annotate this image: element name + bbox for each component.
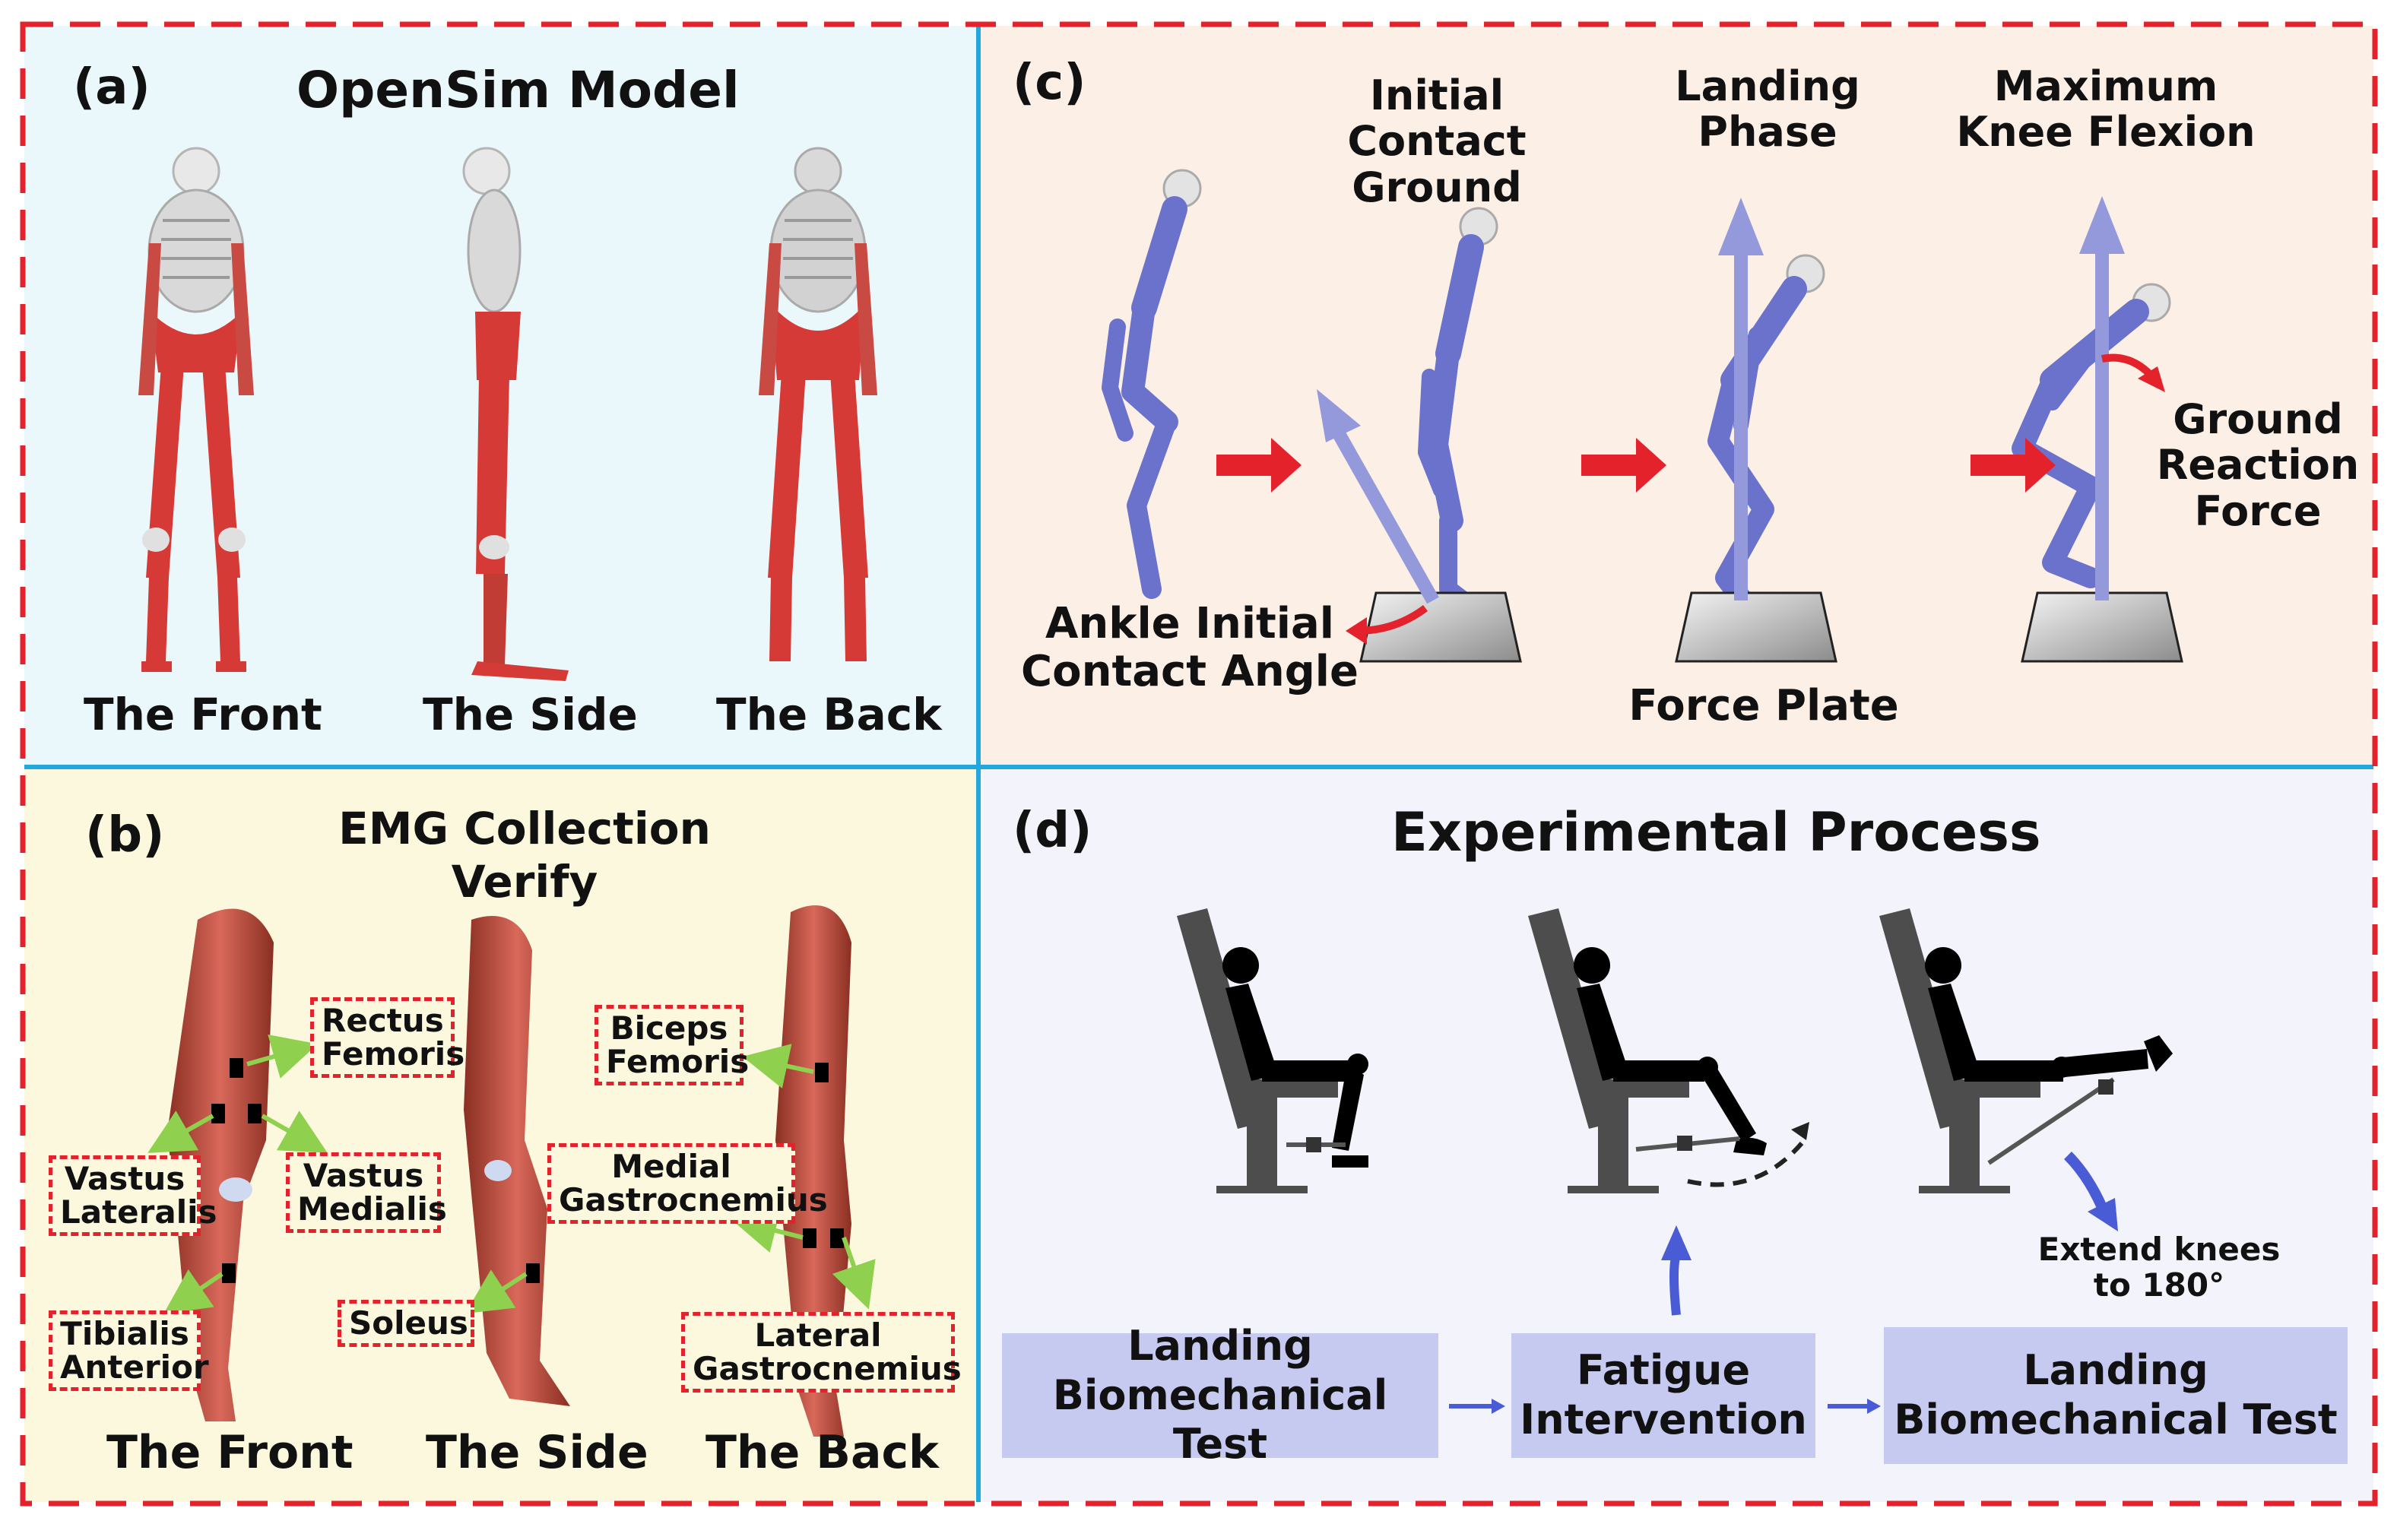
panel-b-view-side: The Side	[426, 1426, 648, 1479]
model-front	[138, 147, 254, 672]
step-landing-test-2: Landing Biomechanical Test	[1884, 1327, 2348, 1464]
label-soleus: Soleus	[338, 1300, 474, 1348]
label-biceps-femoris: Biceps Femoris	[594, 1005, 749, 1086]
panel-a-title: OpenSim Model	[296, 61, 740, 119]
force-plate-label: Force Plate	[1628, 681, 1899, 730]
grf-arrow-1	[1317, 389, 1439, 604]
fatigue-up-arrow	[1661, 1225, 1692, 1316]
force-plate-2	[1675, 591, 1837, 663]
phase-landing-label: Landing Phase	[1675, 62, 1860, 157]
panel-b-view-back: The Back	[705, 1426, 939, 1479]
step-fatigue-intervention: Fatigue Intervention	[1511, 1333, 1815, 1458]
label-medial-gastrocnemius: Medial Gastrocnemius	[547, 1143, 828, 1225]
figure-max-knee-flexion	[2012, 283, 2171, 588]
grf-label: Ground Reaction Force	[2156, 395, 2360, 535]
label-vastus-medialis: Vastus Medialis	[286, 1152, 447, 1234]
panel-a-view-side: The Side	[423, 689, 638, 740]
step-landing-test-1: Landing Biomechanical Test	[1002, 1322, 1438, 1468]
label-vastus-lateralis: Vastus Lateralis	[49, 1155, 217, 1237]
phase-max-knee-label: Maximum Knee Flexion	[1956, 62, 2256, 157]
ankle-angle-arrowhead	[1346, 617, 1367, 645]
force-plate-3	[2021, 591, 2183, 663]
panel-a-view-front: The Front	[84, 689, 322, 740]
grf-arrow-2	[1718, 198, 1764, 600]
flow-arrow-2	[1828, 1399, 1881, 1414]
subject-chair-1	[1177, 908, 1368, 1193]
phase-initial-contact-label: Initial Contact Ground	[1347, 71, 1527, 211]
panel-c-tag: (c)	[1013, 55, 1086, 111]
red-arrow-1	[1216, 438, 1302, 493]
model-back	[759, 147, 877, 661]
outer-frame	[20, 21, 2378, 1507]
model-side	[462, 147, 569, 681]
extend-knees-note: Extend knees to 180°	[2037, 1231, 2281, 1304]
panel-b-tag: (b)	[85, 807, 165, 863]
panel-d-tag: (d)	[1013, 803, 1092, 859]
ankle-contact-angle-label: Ankle Initial Contact Angle	[1021, 599, 1359, 696]
panel-d-title: Experimental Process	[1391, 801, 2041, 863]
panel-a-view-back: The Back	[716, 689, 942, 740]
panel-b-title-line2: Verify	[451, 856, 598, 908]
label-tibialis-anterior: Tibialis Anterior	[49, 1310, 209, 1392]
label-rectus-femoris: Rectus Femoris	[310, 997, 464, 1079]
emg-pointer-arrows	[147, 1035, 876, 1314]
grf-arrow-3	[2079, 196, 2125, 600]
panel-b-view-front: The Front	[106, 1426, 354, 1479]
subject-chair-3	[1879, 908, 2173, 1193]
red-arrow-3	[1971, 438, 2056, 493]
subject-chair-2	[1528, 908, 1809, 1193]
flow-arrow-1	[1449, 1399, 1505, 1414]
extend-knees-arrow	[2063, 1152, 2118, 1231]
label-lateral-gastrocnemius: Lateral Gastrocnemius	[681, 1312, 962, 1393]
panel-b-title-line1: EMG Collection	[338, 803, 711, 854]
figure-pre-landing	[1102, 169, 1202, 599]
panel-a-tag: (a)	[73, 59, 151, 116]
red-arrow-2	[1581, 438, 1666, 493]
knee-flexion-arrowhead	[2138, 366, 2165, 392]
